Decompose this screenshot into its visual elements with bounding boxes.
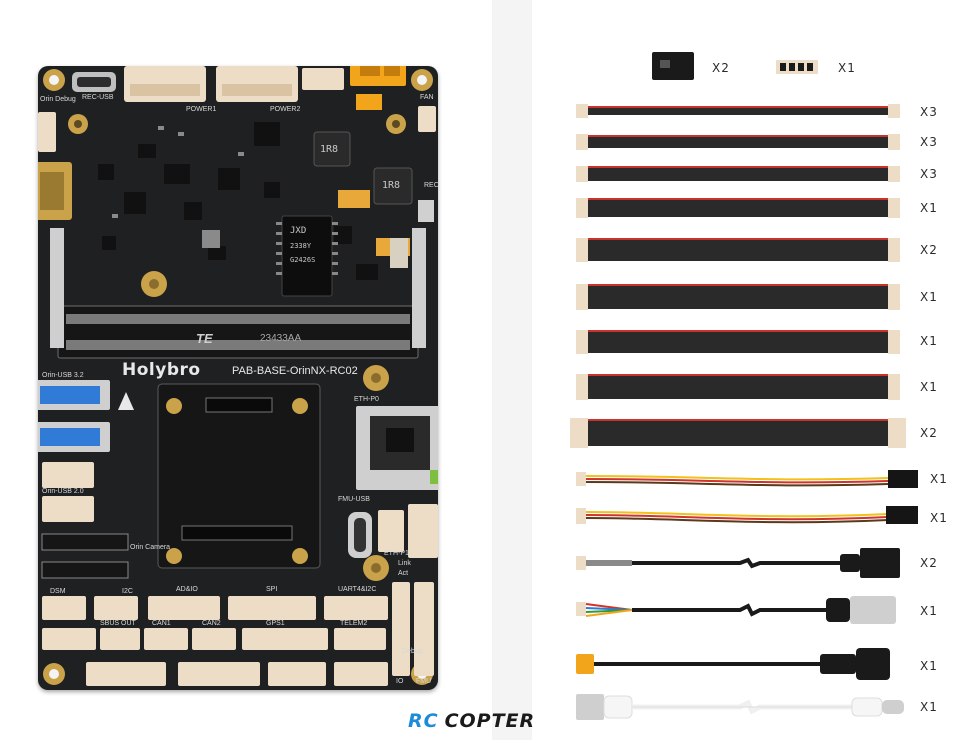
- debug-label: Debug: [402, 648, 423, 655]
- ribbon-cable: [576, 166, 900, 182]
- telem2-label: TELEM2: [340, 620, 368, 627]
- orin-usb32-label: Orin-USB 3.2: [42, 372, 84, 379]
- eth-p1-label: ETH-P1: [384, 550, 409, 557]
- i2c-label: I2C: [122, 588, 133, 595]
- logo-rc-text: RC: [408, 710, 439, 732]
- link-label: Link: [398, 560, 411, 567]
- chip-line-1: JXD: [290, 226, 307, 236]
- io-label: IO: [396, 678, 404, 685]
- qty-label: X1: [920, 659, 938, 673]
- sbus-out-label: SBUS OUT: [100, 620, 136, 627]
- spi-label: SPI: [266, 586, 278, 593]
- inductor-2-text: 1R8: [382, 180, 401, 191]
- qty-label: X1: [920, 604, 938, 618]
- ribbon-cable: [576, 134, 900, 150]
- ribbon-cable: [576, 198, 900, 218]
- connector-mark-te: TE: [196, 331, 213, 346]
- qty-label: X3: [920, 135, 938, 149]
- uart-label: UART4&I2C: [338, 586, 377, 593]
- can1-label: CAN1: [152, 620, 171, 627]
- ribbon-cable: [576, 104, 900, 118]
- chip-line-3: G2426S: [290, 256, 316, 264]
- qty-label: X1: [920, 380, 938, 394]
- qty-label: X3: [920, 105, 938, 119]
- can2-label: CAN2: [202, 620, 221, 627]
- qty-label: X2: [920, 556, 938, 570]
- gps1-label: GPS1: [266, 620, 285, 627]
- rec-usb-label: REC-USB: [82, 94, 114, 101]
- ribbon-cable: [576, 374, 900, 400]
- logo-copter-text: COPTER: [444, 710, 536, 732]
- orin-camera-label: Orin Camera: [130, 544, 171, 551]
- rj45-cable: [576, 596, 896, 624]
- act-label: Act: [398, 570, 409, 577]
- qty-label: X3: [920, 167, 938, 181]
- dsm-label: DSM: [50, 588, 66, 595]
- fan-label: FAN: [420, 94, 434, 101]
- orin-debug-label: Orin Debug: [40, 96, 76, 103]
- qty-label: X2: [920, 426, 938, 440]
- qty-label: X2: [920, 243, 938, 257]
- usb-a-cable: [576, 548, 900, 578]
- fmu-usb-label: FMU-USB: [338, 496, 370, 503]
- power-cable: [576, 648, 890, 680]
- orin-usb20-label: Orin-USB 2.0: [42, 488, 84, 495]
- fmu-label: FMU: [416, 678, 432, 685]
- servo-cable: [576, 506, 918, 524]
- rc-copter-logo: RC COPTER: [408, 708, 535, 734]
- chip-line-2: 2338Y: [290, 242, 312, 250]
- qty-label: X1: [930, 472, 948, 486]
- power2-label: POWER2: [270, 106, 301, 113]
- qty-label: X1: [930, 511, 948, 525]
- usb-cable: [576, 694, 904, 720]
- qty-label: X1: [920, 201, 938, 215]
- power1-label: POWER1: [186, 106, 217, 113]
- eth-p0-label: ETH-P0: [354, 396, 379, 403]
- servo-cable: [576, 470, 918, 488]
- qty-label: X1: [920, 290, 938, 304]
- qty-label: X1: [920, 700, 938, 714]
- qty-label: X1: [920, 334, 938, 348]
- ribbon-cable: [576, 284, 900, 310]
- board-artwork: [38, 66, 438, 686]
- qty-label: X1: [838, 61, 856, 75]
- sensor-module: [652, 52, 694, 80]
- rec-label: REC: [424, 182, 439, 189]
- brand-logo: Holybro: [122, 360, 201, 380]
- connector-code: 23433AA: [260, 333, 302, 344]
- inductor-1-text: 1R8: [320, 144, 339, 155]
- board-model-label: PAB-BASE-OrinNX-RC02: [232, 365, 358, 377]
- ribbon-cable: [570, 418, 906, 448]
- ribbon-cable: [576, 238, 900, 262]
- ribbon-cable: [576, 330, 900, 354]
- qty-label: X2: [712, 61, 730, 75]
- carrier-board: REC-USB Orin Debug POWER1 POWER2 FAN REC…: [38, 66, 439, 690]
- adio-label: AD&IO: [176, 586, 198, 593]
